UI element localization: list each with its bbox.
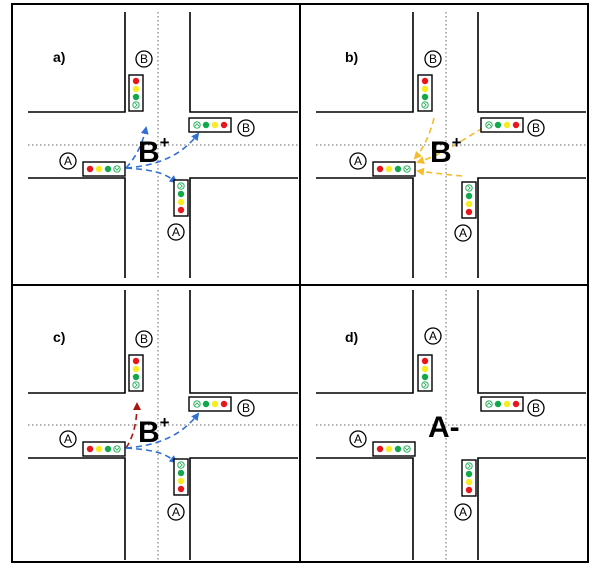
svg-text:A: A	[354, 432, 362, 446]
rating-label: B+	[430, 133, 462, 169]
panel-label: d)	[345, 329, 358, 345]
approach-label: A	[349, 430, 367, 448]
svg-text:B: B	[532, 401, 540, 415]
approach-label: A	[59, 430, 77, 448]
panel-c: c) B B A A	[28, 290, 298, 560]
approach-label: B	[527, 399, 545, 417]
rating-label: B+	[138, 413, 170, 449]
svg-text:A: A	[459, 505, 467, 519]
signal-head-south	[173, 458, 189, 496]
roads	[316, 12, 586, 278]
svg-text:A: A	[429, 329, 437, 343]
arrows	[413, 117, 484, 177]
approach-label: A	[454, 224, 472, 242]
signal-head-south	[173, 179, 189, 217]
svg-text:A: A	[354, 154, 362, 168]
panel-label: a)	[53, 49, 65, 65]
approach-label: A	[424, 327, 442, 345]
rating-label: B+	[138, 133, 170, 169]
signal-head-east	[188, 117, 232, 133]
signal-head-north	[128, 74, 144, 112]
svg-text:A: A	[459, 226, 467, 240]
approach-label: B	[424, 50, 442, 68]
signal-head-north	[417, 354, 433, 392]
approach-label: B	[135, 50, 153, 68]
approach-label: A	[454, 503, 472, 521]
approach-label: B	[527, 119, 545, 137]
svg-text:B: B	[242, 401, 250, 415]
signal-head-north	[128, 354, 144, 392]
arrows	[125, 402, 200, 464]
approach-label: A	[59, 152, 77, 170]
signal-head-south	[461, 181, 477, 219]
roads	[28, 12, 298, 278]
signal-head-west	[82, 441, 126, 457]
approach-label: B	[237, 399, 255, 417]
roads	[28, 290, 298, 560]
svg-text:B: B	[532, 121, 540, 135]
signal-head-west	[372, 441, 416, 457]
signal-head-east	[480, 396, 524, 412]
panel-label: c)	[53, 329, 65, 345]
svg-text:B: B	[429, 52, 437, 66]
svg-text:A: A	[64, 154, 72, 168]
approach-label: A	[349, 152, 367, 170]
signal-head-north	[417, 74, 433, 112]
signal-head-east	[188, 396, 232, 412]
roads	[316, 290, 586, 560]
rating-label: A-	[428, 411, 460, 444]
approach-label: A	[167, 223, 185, 241]
panel-a: a) B B A A	[28, 12, 298, 278]
svg-text:A: A	[64, 432, 72, 446]
signal-head-west	[82, 161, 126, 177]
panel-d: d) A B A A A-	[316, 290, 586, 560]
svg-text:B: B	[140, 332, 148, 346]
panel-b: b) B B A A	[316, 12, 586, 278]
approach-label: A	[167, 503, 185, 521]
svg-text:B: B	[242, 121, 250, 135]
svg-text:B: B	[140, 52, 148, 66]
signal-head-west	[372, 161, 416, 177]
arrows	[125, 126, 200, 184]
signal-head-east	[480, 117, 524, 133]
panel-label: b)	[345, 49, 358, 65]
svg-text:A: A	[172, 225, 180, 239]
svg-text:A: A	[172, 505, 180, 519]
signal-head-south	[461, 459, 477, 497]
approach-label: B	[237, 119, 255, 137]
approach-label: B	[135, 330, 153, 348]
